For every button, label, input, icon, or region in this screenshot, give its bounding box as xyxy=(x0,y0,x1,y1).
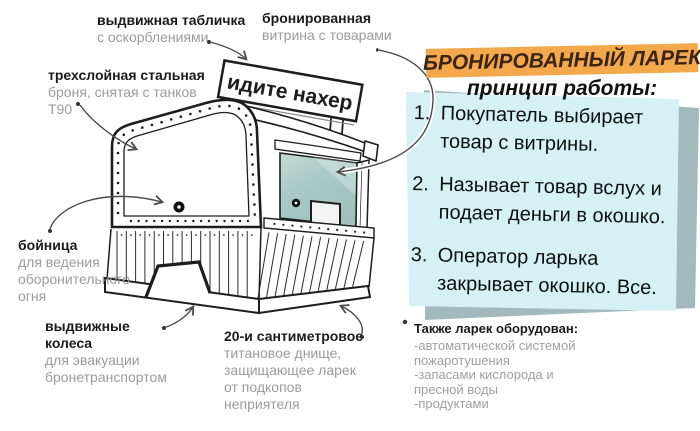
arrow-bottom-plate xyxy=(338,304,363,337)
callout-armor-desc: броня, снятая с танков Т90 xyxy=(48,84,197,117)
callout-showcase: бронированная витрина с товарами xyxy=(262,10,402,44)
step-3-text: Оператор ларька закрывает окошко. Все. xyxy=(436,244,658,300)
callout-sign-plate-title: выдвижная табличка xyxy=(97,12,246,28)
equipment-title: Также ларек оборудован: xyxy=(414,321,579,336)
arrow-wheels xyxy=(165,304,195,328)
callout-bottom-plate-desc: титановое днище, защищающее ларек от под… xyxy=(224,345,356,412)
step-3: 3. Оператор ларька закрывает окошко. Все… xyxy=(410,241,669,302)
callout-showcase-desc: витрина с товарами xyxy=(262,27,392,43)
base-plate-side xyxy=(258,284,372,315)
callout-showcase-title: бронированная xyxy=(262,10,371,26)
page-title: БРОНИРОВАННЫЙ ЛАРЕК xyxy=(423,43,700,78)
callout-wheels: выдвижные колеса для эвакуации бронетран… xyxy=(45,318,167,386)
window-top-bar xyxy=(274,139,362,162)
callout-wheels-title: выдвижные колеса xyxy=(45,318,130,351)
equipment-bullet xyxy=(402,319,408,325)
callout-sign-plate-desc: с оскорблениями xyxy=(97,29,209,45)
step-2-number: 2. xyxy=(411,172,430,196)
step-1-number: 1. xyxy=(413,101,431,125)
roof-end-cap xyxy=(362,139,379,163)
front-panel-rivets xyxy=(116,104,257,216)
arrow-embrasure xyxy=(49,195,165,230)
side-slats xyxy=(257,232,365,299)
callout-wheels-desc: для эвакуации бронетранспортом xyxy=(45,352,167,385)
callout-arrows xyxy=(49,41,436,337)
arrow-showcase xyxy=(335,49,434,177)
arrow-armor xyxy=(79,104,139,151)
wheel-hatch xyxy=(144,260,212,298)
equipment-item-1: -автоматической системой пожаротушения xyxy=(414,338,576,368)
equipment-note: Также ларек оборудован: -автоматической … xyxy=(414,321,590,412)
side-rail-rivets xyxy=(273,222,366,234)
arrow-sign-plate xyxy=(209,41,248,61)
callout-armor: трехслойная стальная броня, снятая с тан… xyxy=(48,67,206,118)
equipment-item-3: -продуктами xyxy=(414,396,489,411)
callout-embrasure: бойница для ведения оборонительного огня xyxy=(18,237,130,305)
callout-sign-plate: выдвижная табличка с оскорблениями xyxy=(97,12,247,46)
callout-armor-title: трехслойная стальная xyxy=(48,67,205,83)
step-2-text: Называет товар вслух и подает деньги в о… xyxy=(438,173,666,229)
equipment-item-2: -запасами кислорода и пресной воды xyxy=(414,367,554,397)
step-1-text: Покупатель выбирает товар с витрины. xyxy=(439,102,644,156)
callout-embrasure-title: бойница xyxy=(18,237,78,253)
step-2: 2. Называет товар вслух и подает деньги … xyxy=(411,170,670,231)
callout-bottom-plate: 20-и сантиметровое титановое днище, защи… xyxy=(224,328,364,413)
front-panel-bottom-rivets xyxy=(129,219,250,223)
page-subtitle: принцип работы: xyxy=(466,77,658,100)
callout-embrasure-desc: для ведения оборонительного огня xyxy=(18,254,130,304)
panel-card xyxy=(406,92,679,311)
instruction-steps: 1. Покупатель выбирает товар с витрины. … xyxy=(410,99,672,317)
callout-bottom-plate-title: 20-и сантиметровое xyxy=(224,328,364,344)
step-3-number: 3. xyxy=(410,243,428,267)
step-1: 1. Покупатель выбирает товар с витрины. xyxy=(413,99,672,160)
